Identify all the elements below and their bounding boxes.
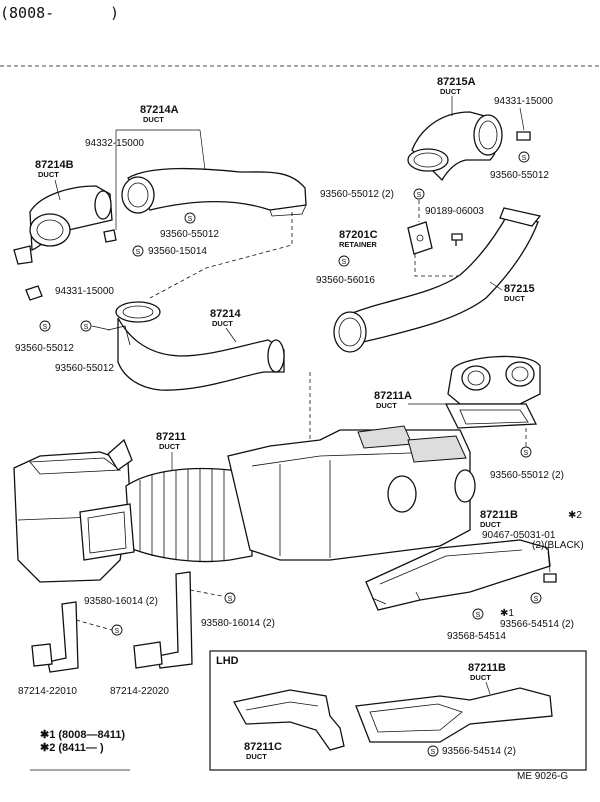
label-87214-sub: DUCT (212, 319, 233, 328)
duct-87215 (333, 207, 542, 353)
label-87201C-sub: RETAINER (339, 240, 377, 249)
retainer-87201C (407, 221, 433, 255)
svg-text:S: S (534, 596, 539, 603)
label-93560-55012-d: 93560-55012 (55, 363, 114, 374)
air-box-assembly (13, 425, 476, 583)
duct-87211B-lhd (355, 687, 553, 743)
label-87211B: 87211B (480, 509, 518, 521)
label-87214A-sub: DUCT (143, 115, 164, 124)
footer-code: ME 9026-G (517, 771, 568, 782)
label-93568-54514: 93568-54514 (447, 631, 506, 642)
label-87201C: 87201C (339, 229, 378, 241)
label-87211B-lhd-sub: DUCT (470, 673, 491, 682)
svg-text:S: S (43, 324, 48, 331)
bracket-87214-22010 (31, 601, 79, 673)
header-code: (8008- (0, 4, 54, 22)
svg-text:S: S (431, 749, 436, 756)
screw-symbol-icon (530, 592, 542, 604)
duct-87211B (365, 539, 557, 611)
svg-text:S: S (84, 324, 89, 331)
screw-symbol-icon (184, 212, 196, 224)
screw-symbol-icon (427, 745, 439, 757)
label-94331-15000-a: 94331-15000 (494, 96, 553, 107)
label-90189-06003: 90189-06003 (425, 206, 484, 217)
label-87211A-sub: DUCT (376, 401, 397, 410)
label-87211B-sub: DUCT (480, 520, 501, 529)
label-93560-55012-2b: 93560-55012 (2) (490, 470, 564, 481)
label-87214A: 87214A (140, 104, 179, 116)
duct-87214 (107, 301, 285, 391)
screw-symbol-icon (472, 608, 484, 620)
label-87214-22020: 87214-22020 (110, 686, 169, 697)
label-87211C: 87211C (244, 741, 282, 753)
clip-icon (516, 131, 531, 141)
label-93560-56016: 93560-56016 (316, 275, 375, 286)
label-87215-sub: DUCT (504, 294, 525, 303)
label-90467-note: ✱2 (568, 510, 582, 521)
svg-text:S: S (228, 596, 233, 603)
label-87211: 87211 (156, 431, 186, 443)
bracket-87214-22020 (133, 571, 193, 669)
screw-symbol-icon (338, 255, 350, 267)
screw-symbol-icon (518, 151, 530, 163)
screw-symbol-icon (413, 188, 425, 200)
label-87214B: 87214B (35, 159, 74, 171)
svg-text:S: S (476, 612, 481, 619)
svg-text:S: S (524, 450, 529, 457)
duct-87215A (407, 111, 503, 182)
legend-note-2: ✱2 (8411— ) (40, 742, 104, 754)
label-87211-sub: DUCT (159, 442, 180, 451)
label-93580-16014-2a: 93580-16014 (2) (84, 596, 158, 607)
svg-text:S: S (522, 155, 527, 162)
label-93560-55012-2a: 93560-55012 (2) (320, 189, 394, 200)
svg-text:S: S (136, 249, 141, 256)
label-90467-05031: 90467-05031-01 (482, 530, 556, 541)
label-87211A: 87211A (374, 390, 412, 402)
label-87214B-sub: DUCT (38, 170, 59, 179)
screw-symbol-icon (132, 245, 144, 257)
label-94332-15000: 94332-15000 (85, 138, 144, 149)
screw-symbol-icon (39, 320, 51, 332)
duct-87211C (233, 689, 345, 751)
screw-symbol-icon (224, 592, 236, 604)
label-87211C-sub: DUCT (246, 752, 267, 761)
screw-symbol-icon (520, 446, 532, 458)
label-93566-54514-2: 93566-54514 (2) (500, 619, 574, 630)
bolt-icon (451, 233, 463, 246)
label-93560-55012-a: 93560-55012 (490, 170, 549, 181)
label-93560-15014: 93560-15014 (148, 246, 207, 257)
label-90467-black: (2)(BLACK) (532, 540, 584, 551)
clip-icon (103, 229, 117, 243)
svg-text:S: S (342, 259, 347, 266)
label-93566-note: ✱1 (500, 608, 514, 619)
label-94331-15000-b: 94331-15000 (55, 286, 114, 297)
screw-symbol-icon (111, 624, 123, 636)
svg-text:S: S (115, 628, 120, 635)
label-87214-22010: 87214-22010 (18, 686, 77, 697)
header-close: ) (110, 4, 119, 22)
duct-87211A (444, 355, 541, 429)
lhd-title: LHD (216, 655, 239, 667)
legend-note-1: ✱1 (8008—8411) (40, 729, 125, 741)
duct-87214B (13, 185, 113, 265)
svg-text:S: S (188, 216, 193, 223)
label-87215A: 87215A (437, 76, 476, 88)
label-87215A-sub: DUCT (440, 87, 461, 96)
clip-icon (25, 285, 43, 301)
label-93580-16014-2b: 93580-16014 (2) (201, 618, 275, 629)
svg-text:S: S (417, 192, 422, 199)
label-87215: 87215 (504, 283, 535, 295)
label-93560-55012-b: 93560-55012 (160, 229, 219, 240)
lhd-box (209, 650, 587, 771)
screw-symbol-icon (80, 320, 92, 332)
label-87211B-lhd: 87211B (468, 662, 506, 674)
label-87214: 87214 (210, 308, 241, 320)
label-93560-55012-c: 93560-55012 (15, 343, 74, 354)
duct-87214A (121, 167, 307, 217)
label-93566-54514-lhd: 93566-54514 (2) (442, 746, 516, 757)
